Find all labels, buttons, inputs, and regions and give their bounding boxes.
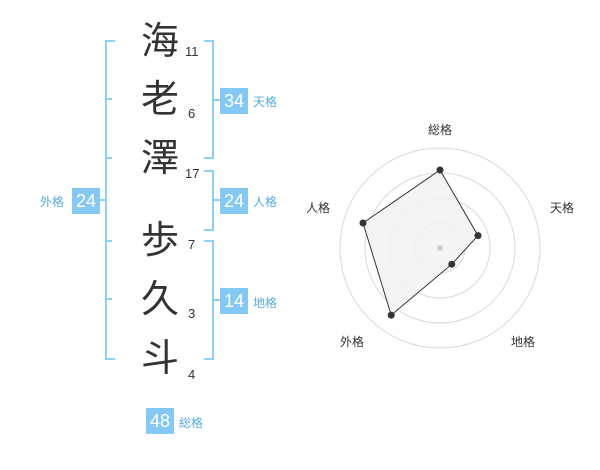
radar-axis-label-0: 総格 [428, 123, 453, 137]
radar-axis-label-2: 地格 [511, 335, 536, 349]
tenkaku-label: 天格 [253, 95, 278, 109]
gaikaku-value: 24 [72, 188, 100, 214]
soukaku-value: 48 [146, 408, 174, 434]
radar-point-3 [387, 311, 395, 319]
radar-point-0 [436, 166, 444, 174]
given-char-3: 斗 [140, 336, 179, 380]
radar-axis-label-1: 天格 [550, 201, 575, 215]
radar-point-2 [448, 260, 456, 268]
surname-char-2: 老 [140, 77, 179, 121]
chikaku-value: 14 [220, 288, 248, 314]
surname-strokes-1: 11 [185, 44, 199, 59]
radar-center [437, 245, 443, 251]
radar-axis-label-3: 外格 [340, 335, 365, 349]
given-strokes-3: 4 [188, 367, 196, 382]
surname-char-1: 海 [140, 19, 179, 63]
tenkaku-value: 34 [220, 88, 248, 114]
radar-point-1 [474, 232, 482, 240]
surname-char-3: 澤 [140, 136, 179, 180]
given-char-1: 歩 [140, 218, 179, 262]
surname-strokes-2: 6 [188, 106, 196, 121]
gaikaku-label: 外格 [40, 195, 65, 209]
given-char-2: 久 [140, 277, 179, 321]
chikaku-label: 地格 [253, 296, 278, 310]
radar-point-4 [359, 219, 367, 227]
radar-polygon [362, 169, 479, 316]
radar-axis-label-4: 人格 [306, 201, 331, 215]
surname-strokes-3: 17 [185, 166, 200, 181]
jinkaku-label: 人格 [253, 195, 278, 209]
given-strokes-1: 7 [188, 237, 196, 252]
jinkaku-value: 24 [220, 188, 248, 214]
given-strokes-2: 3 [188, 306, 196, 321]
soukaku-label: 総格 [179, 416, 204, 430]
